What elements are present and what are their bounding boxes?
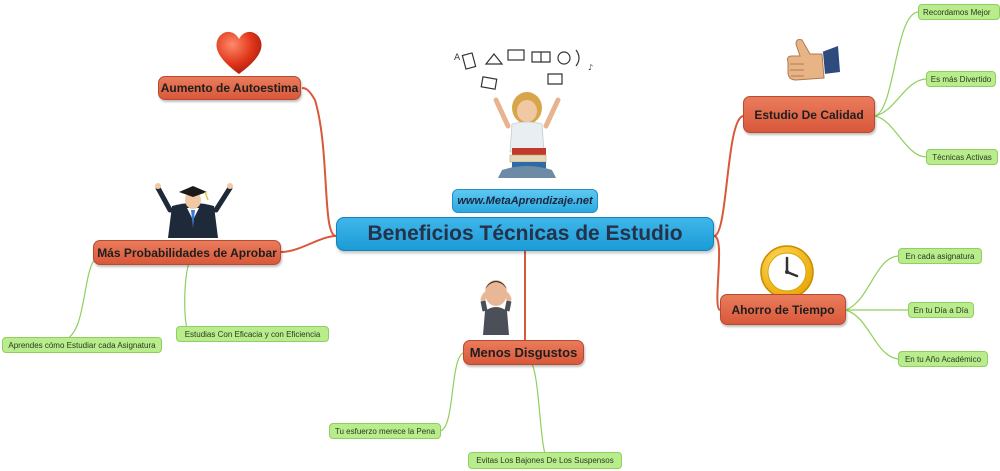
leaf-disgustos-1[interactable]: Tu esfuerzo merece la Pena bbox=[329, 423, 441, 439]
branch-calidad[interactable]: Estudio De Calidad bbox=[743, 96, 875, 133]
connector-autoestima bbox=[301, 87, 337, 237]
branch-probabilidades[interactable]: Más Probabilidades de Aprobar bbox=[93, 240, 281, 265]
leaf-connector-3 bbox=[439, 352, 464, 432]
leaf-calidad-1[interactable]: Recordamos Mejor bbox=[918, 4, 1000, 20]
leaf-connector-10 bbox=[845, 309, 899, 360]
leaf-calidad-2[interactable]: Es más Divertido bbox=[926, 71, 996, 87]
connector-ahorro bbox=[713, 235, 721, 311]
heart-icon bbox=[216, 31, 262, 74]
leaf-ahorro-3[interactable]: En tu Año Académico bbox=[898, 351, 988, 367]
leaf-connector-5 bbox=[874, 11, 919, 117]
graduate-icon bbox=[155, 183, 233, 238]
connector-calidad bbox=[713, 115, 744, 237]
leaf-connector-8 bbox=[845, 255, 899, 311]
leaf-connector-7 bbox=[874, 115, 927, 158]
clock-icon bbox=[760, 245, 814, 299]
leaf-probabilidades-1[interactable]: Aprendes cómo Estudiar cada Asignatura bbox=[2, 337, 162, 353]
leaf-connector-4 bbox=[531, 363, 549, 461]
branch-ahorro[interactable]: Ahorro de Tiempo bbox=[720, 294, 846, 325]
svg-text:♪: ♪ bbox=[588, 63, 593, 72]
leaf-ahorro-2[interactable]: En tu Día a Día bbox=[908, 302, 974, 318]
leaf-connector-1 bbox=[59, 255, 101, 342]
branch-disgustos[interactable]: Menos Disgustos bbox=[463, 340, 584, 365]
leaf-ahorro-1[interactable]: En cada asignatura bbox=[898, 248, 982, 264]
stressed-person-icon bbox=[480, 280, 512, 335]
leaf-connector-2 bbox=[184, 261, 191, 335]
student-with-books-icon: A ♪ bbox=[454, 49, 593, 178]
svg-text:A: A bbox=[454, 53, 461, 63]
thumbs-up-icon bbox=[787, 39, 840, 81]
connector-probabilidades bbox=[280, 235, 337, 253]
branch-autoestima[interactable]: Aumento de Autoestima bbox=[158, 76, 301, 100]
leaf-connector-6 bbox=[874, 78, 927, 117]
central-title[interactable]: Beneficios Técnicas de Estudio bbox=[336, 217, 714, 251]
website-url[interactable]: www.MetaAprendizaje.net bbox=[452, 189, 598, 213]
leaf-probabilidades-2[interactable]: Estudias Con Eficacia y con Eficiencia bbox=[176, 326, 329, 342]
leaf-disgustos-2[interactable]: Evitas Los Bajones De Los Suspensos bbox=[468, 452, 622, 469]
leaf-calidad-3[interactable]: Técnicas Activas bbox=[926, 149, 998, 165]
